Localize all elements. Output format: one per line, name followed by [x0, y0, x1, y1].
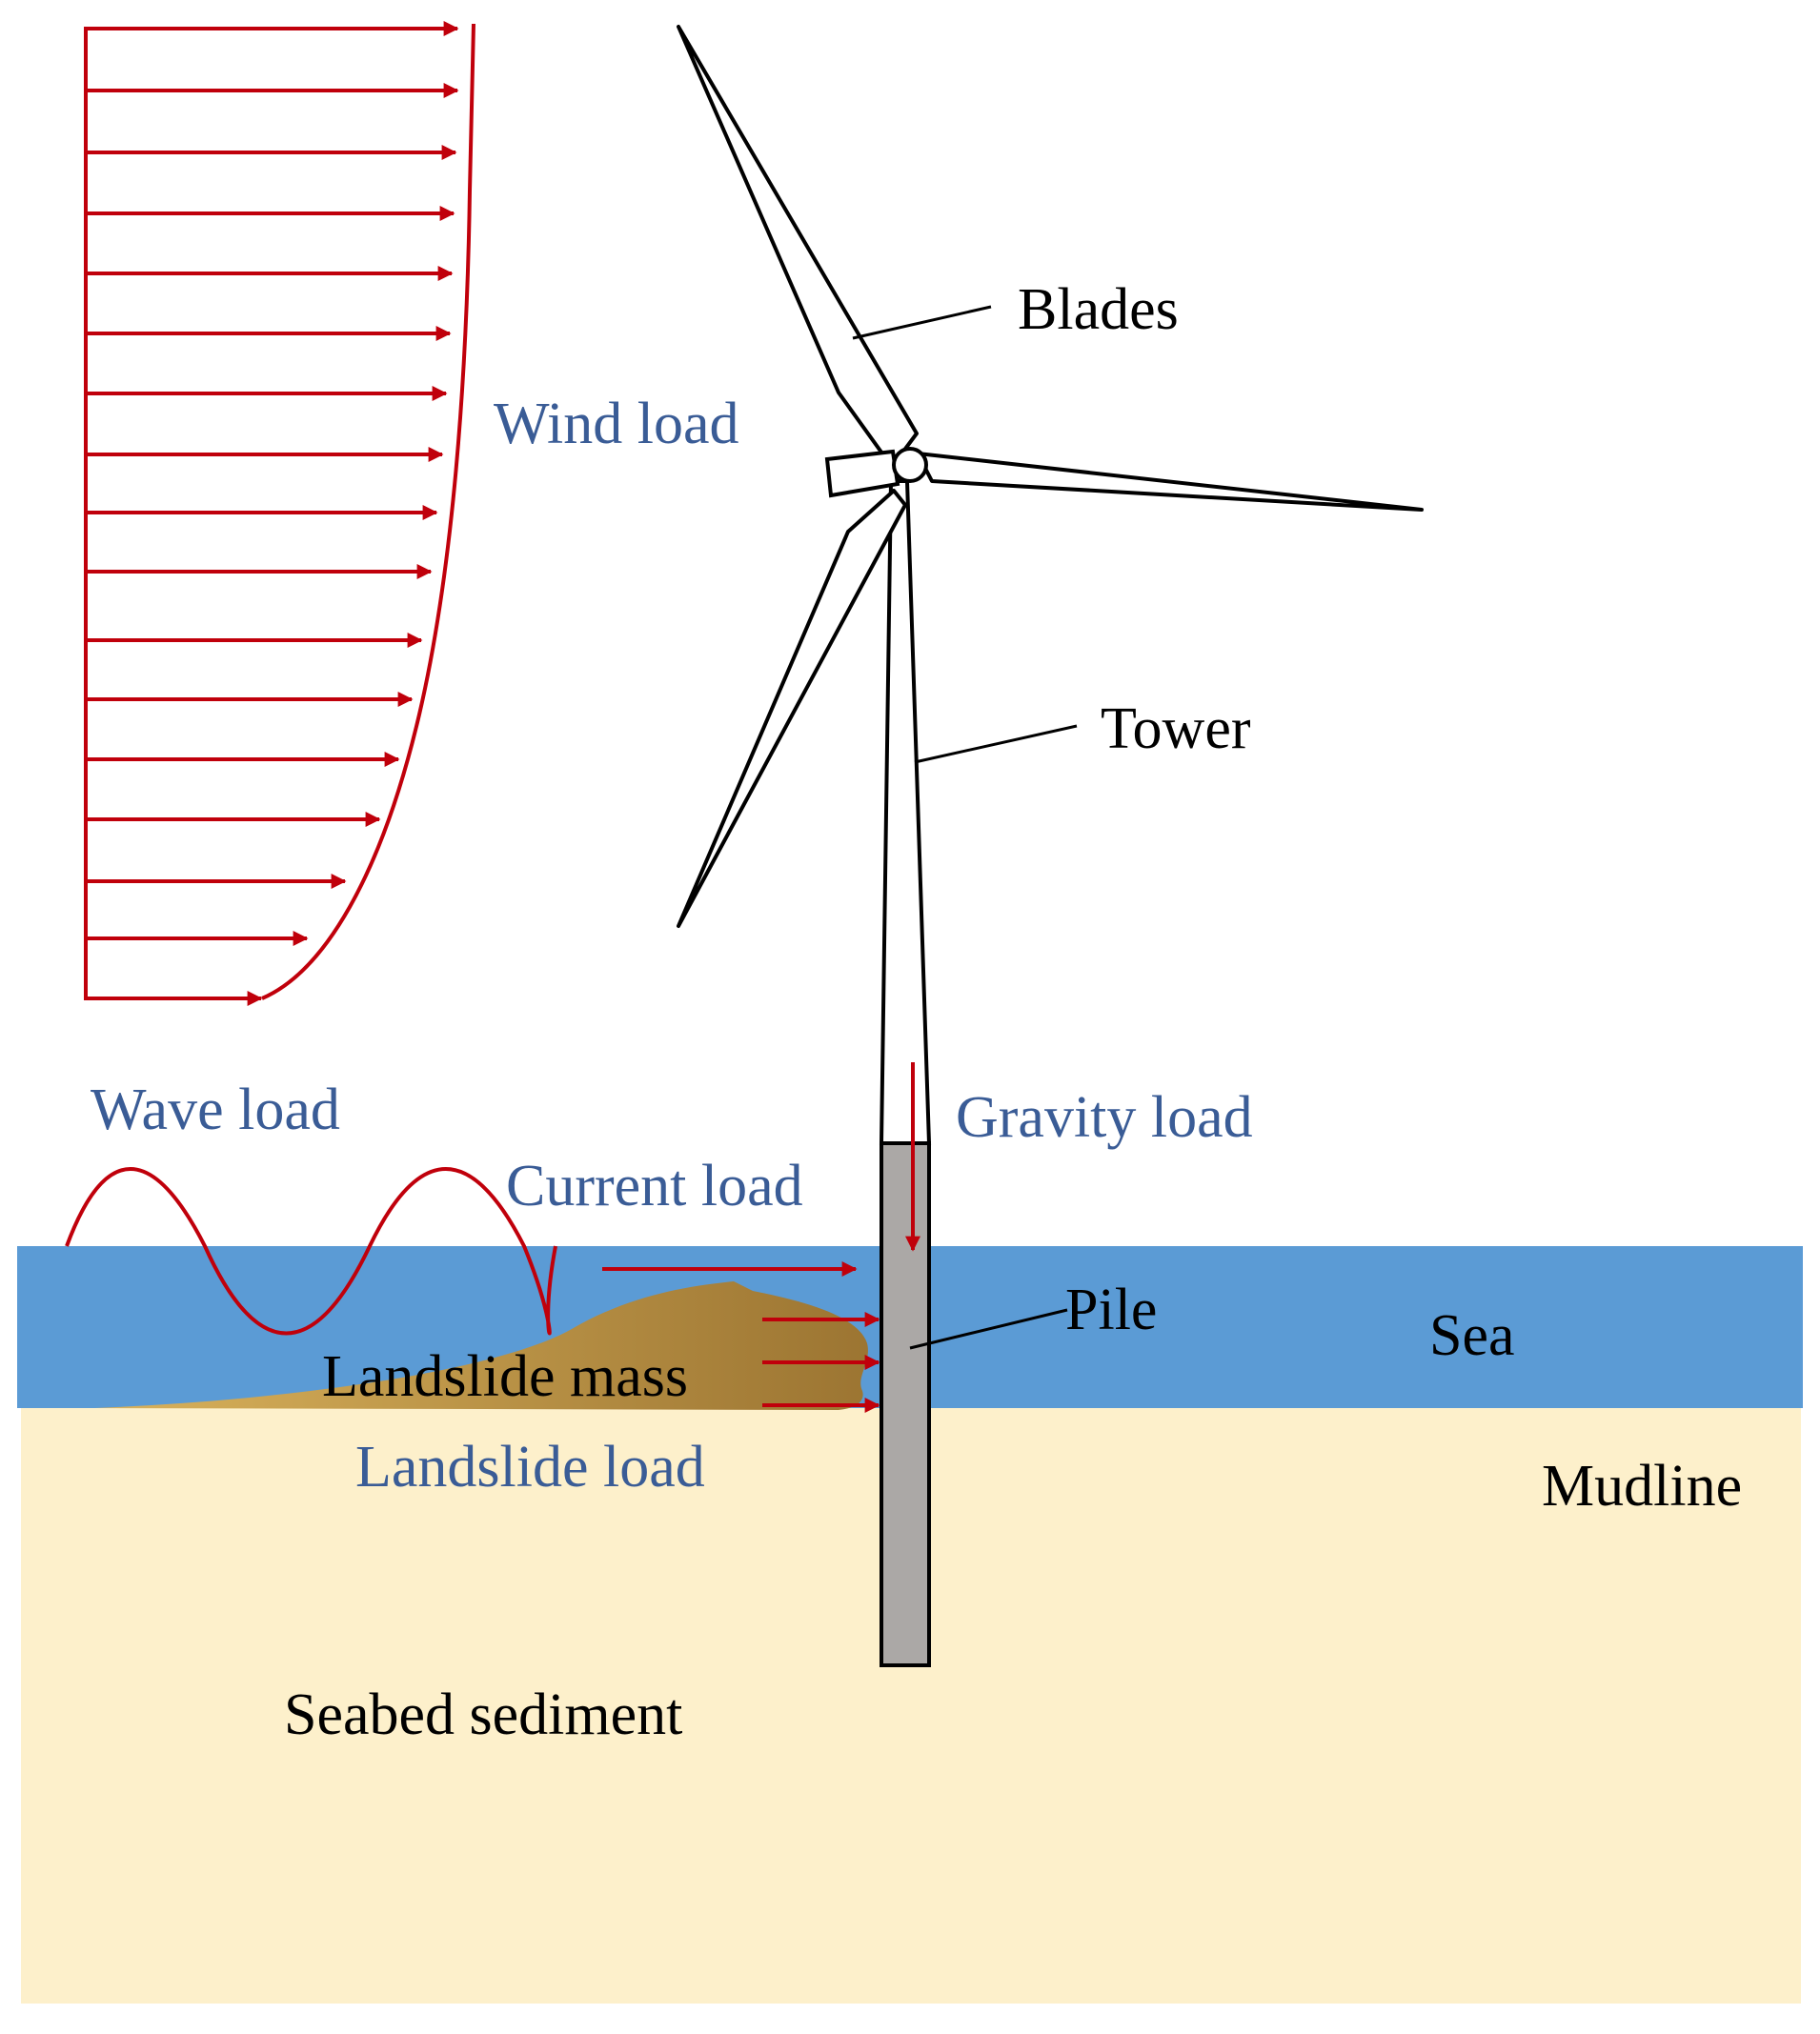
- landslide-mass-shape: [95, 1281, 868, 1410]
- wind-load-arrows: [86, 21, 459, 1006]
- tower: [879, 479, 932, 1145]
- wave-curve: [65, 1167, 557, 1336]
- pile-label: Pile: [1065, 1278, 1157, 1342]
- blade-lower: [677, 489, 907, 928]
- turbine-blades: [677, 25, 1424, 928]
- tower-leader-line: [914, 724, 1078, 764]
- hub: [892, 447, 928, 483]
- pile-leader-line: [909, 1308, 1068, 1350]
- landslide-mass-label: Landslide mass: [322, 1344, 688, 1409]
- landslide-load-label: Landslide load: [355, 1435, 705, 1500]
- sea-label: Sea: [1429, 1303, 1515, 1368]
- tower-label: Tower: [1101, 696, 1251, 761]
- current-load-label: Current load: [506, 1154, 803, 1218]
- seabed-sediment-label: Seabed sediment: [284, 1682, 682, 1747]
- blades-leader-line: [852, 305, 992, 340]
- blade-right: [916, 452, 1424, 512]
- mudline-label: Mudline: [1542, 1454, 1742, 1519]
- pile: [880, 1141, 931, 1667]
- nacelle: [824, 449, 900, 498]
- wind-load-label: Wind load: [494, 392, 739, 456]
- blades-label: Blades: [1018, 277, 1179, 342]
- wind-profile-curve: [261, 23, 475, 1000]
- landslide-load-arrows: [762, 1312, 880, 1413]
- gravity-load-label: Gravity load: [956, 1085, 1253, 1150]
- wave-load-label: Wave load: [91, 1077, 340, 1142]
